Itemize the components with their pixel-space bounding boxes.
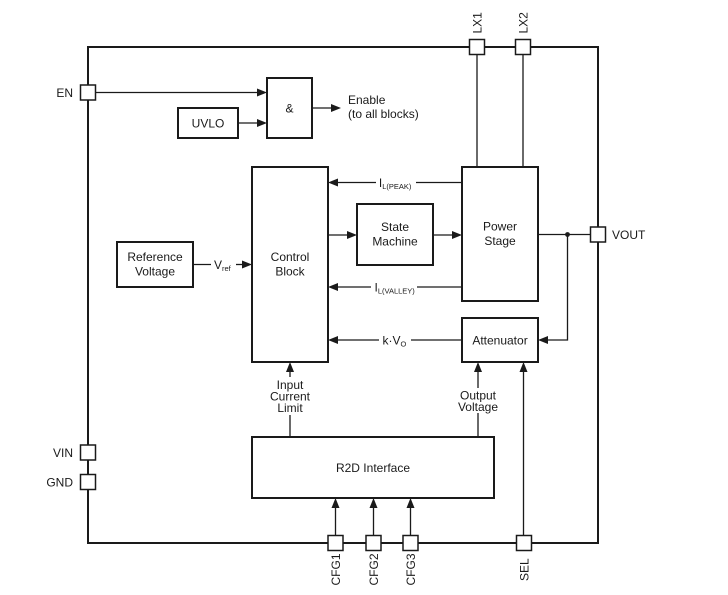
svg-text:LX1: LX1 xyxy=(470,12,484,34)
svg-text:k·VO: k·VO xyxy=(383,333,407,348)
svg-text:R2D Interface: R2D Interface xyxy=(336,461,410,475)
svg-text:Power: Power xyxy=(483,220,517,234)
svg-text:IL(PEAK): IL(PEAK) xyxy=(379,176,412,191)
svg-text:Attenuator: Attenuator xyxy=(472,333,527,347)
svg-text:&: & xyxy=(285,101,293,115)
svg-text:LX2: LX2 xyxy=(516,12,530,34)
svg-text:Voltage: Voltage xyxy=(458,400,498,414)
svg-text:(to all blocks): (to all blocks) xyxy=(348,107,419,121)
svg-text:Current: Current xyxy=(270,390,311,404)
svg-text:Vref: Vref xyxy=(214,258,232,273)
svg-text:VIN: VIN xyxy=(53,446,73,460)
svg-text:IL(VALLEY): IL(VALLEY) xyxy=(375,280,416,295)
svg-text:UVLO: UVLO xyxy=(192,116,225,130)
svg-text:SEL: SEL xyxy=(517,558,531,581)
svg-text:Input: Input xyxy=(277,378,304,392)
svg-text:Voltage: Voltage xyxy=(135,265,175,279)
svg-text:Output: Output xyxy=(460,389,497,403)
svg-text:CFG2: CFG2 xyxy=(367,553,381,585)
svg-text:CFG1: CFG1 xyxy=(329,553,343,585)
svg-text:Stage: Stage xyxy=(484,234,516,248)
svg-text:Machine: Machine xyxy=(372,235,418,249)
svg-text:VOUT: VOUT xyxy=(612,228,646,242)
svg-text:State: State xyxy=(381,220,409,234)
svg-text:Limit: Limit xyxy=(277,401,303,415)
svg-text:GND: GND xyxy=(46,475,73,489)
svg-text:Control: Control xyxy=(271,250,310,264)
svg-text:Enable: Enable xyxy=(348,93,386,107)
svg-text:CFG3: CFG3 xyxy=(404,553,418,585)
svg-text:EN: EN xyxy=(56,86,73,100)
svg-text:Block: Block xyxy=(275,265,305,279)
svg-text:Reference: Reference xyxy=(127,250,183,264)
